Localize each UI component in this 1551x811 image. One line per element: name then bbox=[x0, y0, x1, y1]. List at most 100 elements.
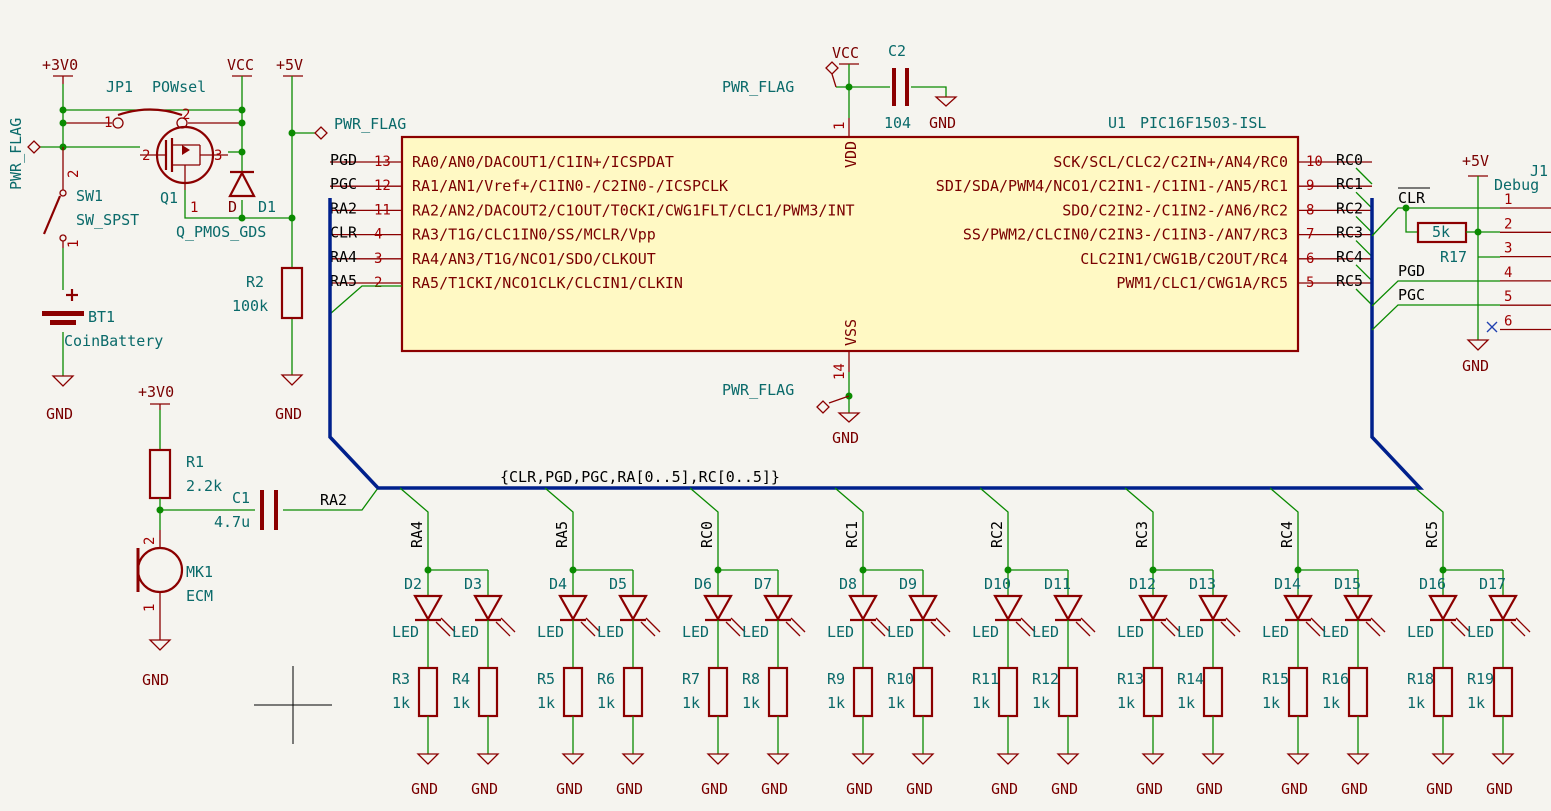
u1-pin-name: RA0/AN0/DACOUT1/C1IN+/ICSPDAT bbox=[412, 153, 674, 171]
jp1-value: POWsel bbox=[152, 78, 206, 96]
wire bbox=[184, 190, 292, 219]
sw1-pin1: 1 bbox=[66, 240, 82, 248]
gnd-label: GND bbox=[411, 780, 438, 798]
u1-pin-name: RA2/AN2/DACOUT2/C1OUT/T0CKI/CWG1FLT/CLC1… bbox=[412, 201, 855, 219]
led-value: LED bbox=[537, 623, 564, 641]
wire bbox=[689, 487, 778, 571]
pwr-flag-left-label: PWR_FLAG bbox=[7, 118, 25, 190]
resistor-value: 1k bbox=[827, 694, 845, 712]
gnd-symbol: GND bbox=[1462, 339, 1490, 375]
power-symbol-vcc: VCC bbox=[227, 56, 254, 77]
resistor-value: 1k bbox=[1407, 694, 1425, 712]
u1-pin-number: 10 bbox=[1306, 154, 1323, 170]
ic-u1-body[interactable] bbox=[400, 135, 1300, 353]
net-label: RA5 bbox=[330, 272, 357, 290]
no-connect-marker bbox=[1486, 321, 1498, 333]
gnd-label: GND bbox=[1426, 780, 1453, 798]
resistor-ref: R14 bbox=[1177, 670, 1204, 688]
gnd-label: GND bbox=[906, 780, 933, 798]
j1-value: Debug bbox=[1494, 176, 1539, 194]
d1-ref: D1 bbox=[258, 198, 276, 216]
gnd-symbol: GND bbox=[846, 753, 875, 798]
led-ref: D13 bbox=[1189, 575, 1216, 593]
j1-pin[interactable]: 2 bbox=[1500, 216, 1551, 233]
u1-pin-number: 2 bbox=[374, 275, 382, 291]
u1-pin-name: SDO/C2IN2-/C1IN2-/AN6/RC2 bbox=[1062, 201, 1288, 219]
j1-pin-number: 1 bbox=[1504, 192, 1512, 208]
led-value: LED bbox=[1177, 623, 1204, 641]
gnd-label: GND bbox=[1051, 780, 1078, 798]
j1-pin[interactable]: 4 bbox=[1500, 265, 1551, 282]
j1-pin[interactable]: 5 bbox=[1500, 289, 1551, 306]
j1-pin[interactable]: 1 bbox=[1500, 192, 1551, 209]
wire bbox=[979, 487, 1068, 571]
r17-ref: R17 bbox=[1440, 248, 1467, 266]
power-symbol-5v: +5V bbox=[1462, 152, 1489, 177]
junction bbox=[845, 83, 853, 91]
led-value: LED bbox=[1322, 623, 1349, 641]
j1-pin[interactable]: 3 bbox=[1500, 241, 1551, 258]
power-symbol-5v: +5V bbox=[276, 56, 303, 77]
net-label-clr: CLR bbox=[1398, 189, 1426, 207]
capacitor-c1: C1 4.7u bbox=[214, 489, 278, 531]
u1-pin[interactable]: 9SDI/SDA/PWM4/NCO1/C2IN1-/C1IN1-/AN5/RC1… bbox=[936, 175, 1373, 209]
c2-value: 104 bbox=[884, 114, 911, 132]
gnd-symbol: GND bbox=[832, 412, 861, 447]
led-value: LED bbox=[1262, 623, 1289, 641]
led-value: LED bbox=[1407, 623, 1434, 641]
u1-pin-number: 13 bbox=[374, 154, 391, 170]
gnd-label: GND bbox=[1136, 780, 1163, 798]
power-5v-label: +5V bbox=[1462, 152, 1489, 170]
sw1-pin2: 2 bbox=[66, 170, 82, 178]
j1-pin[interactable]: 6 bbox=[1500, 314, 1551, 331]
net-label: RC2 bbox=[1336, 199, 1363, 217]
power-3v0-label: +3V0 bbox=[138, 383, 174, 401]
net-label: RC3 bbox=[1133, 521, 1151, 548]
pwr-flag-5v-label: PWR_FLAG bbox=[334, 115, 406, 133]
